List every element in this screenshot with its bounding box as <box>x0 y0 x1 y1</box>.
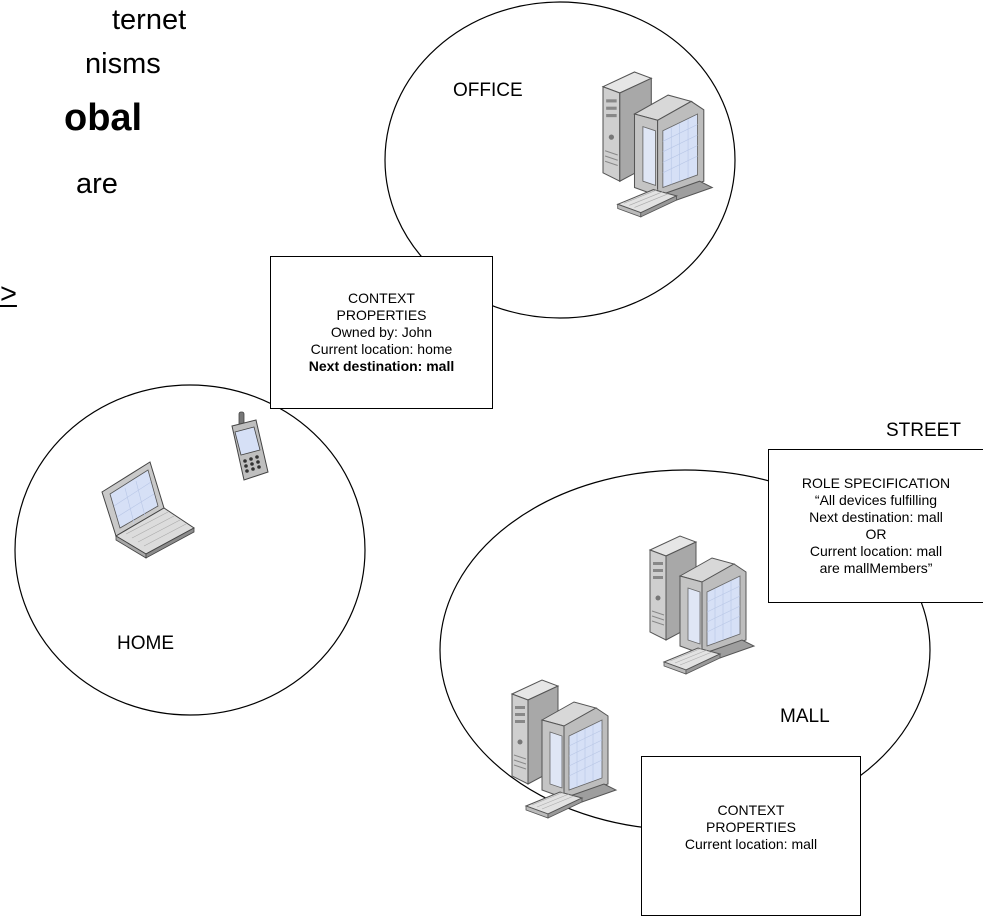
street-label: STREET <box>886 420 961 441</box>
role-specification-box: ROLE SPECIFICATION “All devices fulfilli… <box>768 449 983 603</box>
box-line: OR <box>865 526 887 542</box>
home-label: HOME <box>117 633 174 654</box>
box-line-bold: Next destination: mall <box>308 358 455 374</box>
box-line: Current location: mall <box>684 836 818 852</box>
slide-text-line-1: ternet <box>112 4 187 36</box>
slide-text-line-5[interactable]: > <box>0 278 17 310</box>
home-zone <box>14 384 366 716</box>
box-line: Next destination: mall <box>809 509 943 525</box>
box-line: PROPERTIES <box>336 307 427 323</box>
phone-context-properties-box: CONTEXT PROPERTIES Owned by: John Curren… <box>270 256 493 409</box>
box-line: CONTEXT <box>717 802 785 818</box>
slide-text-line-2: nisms <box>85 48 161 80</box>
mall-desktop-icon-1 <box>649 535 755 675</box>
laptop-icon <box>101 461 195 559</box>
slide-text-line-3: obal <box>64 97 143 139</box>
box-line: ROLE SPECIFICATION <box>801 475 951 491</box>
box-line: Current location: home <box>310 341 453 357</box>
mobile-phone-icon <box>231 411 269 481</box>
slide-text-line-4: are <box>76 168 118 200</box>
box-line: Owned by: John <box>330 324 433 340</box>
mall-label: MALL <box>780 706 830 727</box>
office-label: OFFICE <box>453 80 523 101</box>
box-line: PROPERTIES <box>706 819 796 835</box>
box-line: “All devices fulfilling <box>814 492 938 508</box>
box-line: CONTEXT <box>348 290 415 306</box>
mall-context-properties-box: CONTEXT PROPERTIES Current location: mal… <box>641 756 861 916</box>
box-line: are mallMembers” <box>819 560 933 576</box>
office-zone <box>384 1 736 319</box>
office-desktop-icon <box>602 71 713 218</box>
box-line: Current location: mall <box>809 543 943 559</box>
mall-desktop-icon-2 <box>511 679 617 819</box>
